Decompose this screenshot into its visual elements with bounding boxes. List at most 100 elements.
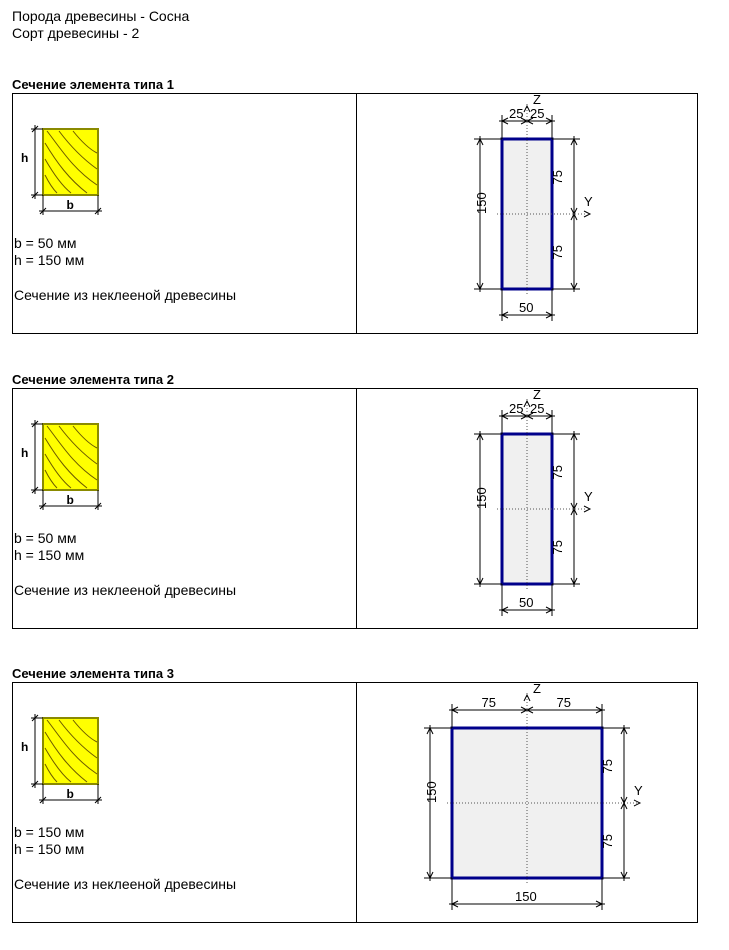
dimension-arrow xyxy=(620,871,628,880)
dimension-tick xyxy=(39,502,47,510)
wood-grain xyxy=(46,425,98,481)
dimension-arrow xyxy=(523,104,531,113)
dimension-arrow xyxy=(476,577,484,586)
dim-height: 150 xyxy=(474,192,489,214)
wood-grain xyxy=(44,763,58,783)
dim-width: 150 xyxy=(515,889,537,904)
timber-section-icon: hb xyxy=(21,420,102,510)
section-title-3: Сечение элемента типа 3 xyxy=(12,666,174,681)
dim-width: 50 xyxy=(519,300,533,315)
dimension-tick xyxy=(31,780,39,788)
h-value: h = 150 мм xyxy=(14,547,85,563)
dim-height: 150 xyxy=(424,781,439,803)
dimension-arrow xyxy=(583,505,592,513)
dimension-tick xyxy=(31,420,39,428)
dimension-arrow xyxy=(500,311,509,319)
wood-grain xyxy=(44,174,58,194)
dimension-arrow xyxy=(500,117,509,125)
section-note: Сечение из неклееной древесины xyxy=(14,287,237,303)
dim-width: 50 xyxy=(519,595,533,610)
b-label: b xyxy=(67,493,74,507)
dimension-arrow xyxy=(500,412,509,420)
dim-bottom-half: 75 xyxy=(550,245,565,259)
dim-z-left: 25 xyxy=(509,401,523,416)
section-drawing: Z Y 25 25 150 75 75 50 xyxy=(474,389,593,616)
dimension-arrow xyxy=(523,399,531,408)
dimension-arrow xyxy=(633,799,642,807)
dimension-arrow xyxy=(545,606,554,614)
dimension-arrow xyxy=(545,117,554,125)
wood-grain xyxy=(44,142,88,194)
timber-thumb: hb xyxy=(21,420,102,510)
dimension-arrow xyxy=(426,726,434,735)
dimension-arrow xyxy=(570,432,578,441)
timber-section-icon: hb xyxy=(21,125,102,215)
axis-z-label: Z xyxy=(533,389,541,402)
axis-y-label: Y xyxy=(634,783,643,798)
wood-grain xyxy=(58,130,98,170)
dimension-tick xyxy=(31,486,39,494)
dimension-arrow xyxy=(476,432,484,441)
column-divider xyxy=(356,94,357,333)
dimension-arrow xyxy=(595,706,604,714)
dimension-tick xyxy=(31,125,39,133)
dimension-arrow xyxy=(570,212,578,221)
b-value: b = 50 мм xyxy=(14,235,77,251)
dimension-arrow xyxy=(570,577,578,586)
axis-y-label: Y xyxy=(584,489,593,504)
wood-grain xyxy=(44,158,72,194)
dim-bottom-half: 75 xyxy=(600,834,615,848)
wood-grain xyxy=(58,719,98,759)
dim-z-left: 75 xyxy=(482,695,496,710)
dimension-tick xyxy=(94,502,102,510)
dim-z-left: 25 xyxy=(509,106,523,121)
dimension-tick xyxy=(94,207,102,215)
column-divider xyxy=(356,389,357,628)
dimension-arrow xyxy=(570,507,578,516)
b-label: b xyxy=(67,787,74,801)
dim-z-right: 25 xyxy=(530,106,544,121)
wood-grain xyxy=(46,719,98,775)
dimension-tick xyxy=(39,207,47,215)
wood-grain xyxy=(44,437,88,489)
dimension-tick xyxy=(94,796,102,804)
wood-grain xyxy=(72,425,98,449)
dimension-arrow xyxy=(583,210,592,218)
dim-top-half: 75 xyxy=(550,465,565,479)
h-label: h xyxy=(21,151,28,165)
dimension-arrow xyxy=(570,137,578,146)
dimension-arrow xyxy=(450,706,459,714)
dim-z-right: 25 xyxy=(530,401,544,416)
axis-z-label: Z xyxy=(533,94,541,107)
wood-grade: Сорт древесины - 2 xyxy=(12,25,140,41)
dim-height: 150 xyxy=(474,487,489,509)
timber-section-icon: hb xyxy=(21,714,102,804)
dimension-arrow xyxy=(523,693,531,702)
axis-z-label: Z xyxy=(533,683,541,696)
wood-species: Порода древесины - Сосна xyxy=(12,8,190,24)
wood-grain xyxy=(58,425,98,465)
b-label: b xyxy=(67,198,74,212)
dimension-arrow xyxy=(525,117,534,125)
dimension-arrow xyxy=(545,311,554,319)
dimension-tick xyxy=(31,191,39,199)
dimension-arrow xyxy=(450,900,459,908)
section-note: Сечение из неклееной древесины xyxy=(14,582,237,598)
h-label: h xyxy=(21,740,28,754)
dimension-arrow xyxy=(525,706,534,714)
dimension-tick xyxy=(31,714,39,722)
b-value: b = 50 мм xyxy=(14,530,77,546)
axis-y-label: Y xyxy=(584,194,593,209)
dim-bottom-half: 75 xyxy=(550,540,565,554)
dimension-arrow xyxy=(525,412,534,420)
wood-grain xyxy=(44,747,72,783)
dimension-arrow xyxy=(595,900,604,908)
wood-grain xyxy=(44,453,72,489)
dimension-arrow xyxy=(476,137,484,146)
wood-grain xyxy=(72,130,98,154)
timber-thumb: hb xyxy=(21,125,102,215)
